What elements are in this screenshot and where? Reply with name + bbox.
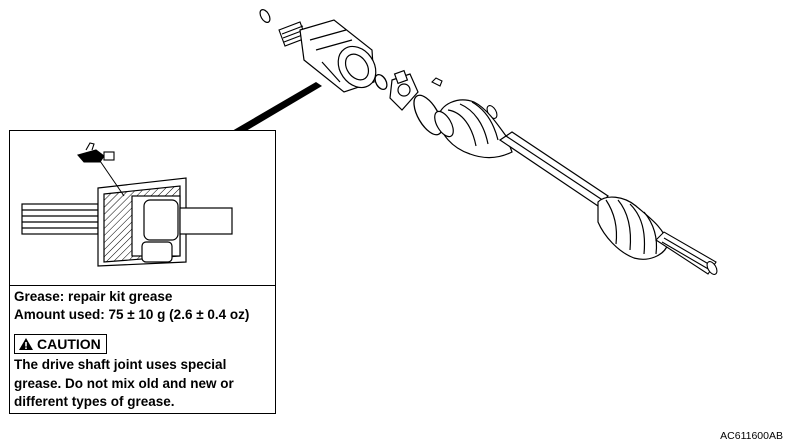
- outer-spline-end: [655, 231, 718, 275]
- clip: [431, 77, 443, 87]
- circlip: [374, 73, 388, 91]
- caution-label: CAUTION: [14, 334, 107, 354]
- inset-joint-cross-section: [21, 157, 233, 267]
- boot-band: [413, 94, 443, 136]
- outer-joint-housing: [299, 19, 377, 93]
- caution-line: different types of grease.: [14, 394, 175, 409]
- warning-triangle-icon: [19, 338, 33, 350]
- figure-id: AC611600AB: [720, 430, 783, 442]
- snap-ring: [259, 9, 271, 23]
- grease-type-text: Grease: repair kit grease: [14, 289, 173, 304]
- caution-line: grease. Do not mix old and new or: [14, 375, 234, 391]
- caution-label-text: CAUTION: [37, 336, 101, 352]
- caution-line: The drive shaft joint uses special: [14, 357, 227, 372]
- grease-gun-icon: [77, 142, 115, 163]
- callout-divider: [10, 285, 275, 286]
- grease-callout-box: Grease: repair kit grease Amount used: 7…: [9, 130, 276, 414]
- inner-boot: [434, 99, 513, 159]
- callout-pointer: [232, 82, 322, 131]
- drive-shaft-bar: [498, 131, 609, 207]
- grease-amount-text: Amount used: 75 ± 10 g (2.6 ± 0.4 oz): [14, 307, 250, 322]
- caution-note: The drive shaft joint uses special greas…: [14, 356, 272, 412]
- tripod-joint: [389, 69, 419, 111]
- outer-boot: [597, 196, 669, 260]
